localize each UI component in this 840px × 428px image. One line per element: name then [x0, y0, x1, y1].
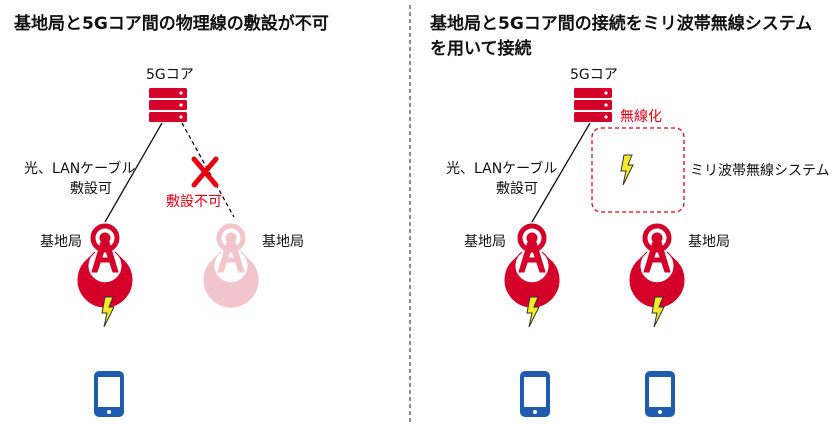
- right-station-a-label: 基地局: [464, 234, 506, 250]
- right-station-b-label: 基地局: [688, 234, 730, 250]
- wireless-system-box: [591, 127, 685, 213]
- blocked-label: 敷設不可: [166, 194, 222, 210]
- right-panel-title-line1: 基地局と5Gコア間の接続をミリ波帯無線システム: [430, 14, 813, 34]
- right-cable-label-line1: 光、LANケーブル: [446, 161, 558, 177]
- left-phone-icon: [94, 371, 124, 417]
- left-blocked-line: [181, 122, 235, 218]
- right-panel-title-line2: を用いて接続: [430, 39, 532, 59]
- right-station-b-tower-icon: [630, 226, 684, 307]
- right-station-a-tower-icon: [505, 226, 559, 307]
- left-cable-label-line2: 敷設可: [70, 181, 112, 197]
- right-cable-line: [531, 122, 591, 223]
- left-station-b-label: 基地局: [262, 234, 304, 250]
- right-core-label: 5Gコア: [570, 67, 618, 83]
- system-label: ミリ波帯無線システム: [690, 163, 830, 179]
- right-core-server-icon: [574, 88, 612, 122]
- left-panel-title: 基地局と5Gコア間の物理線の敷設が不可: [14, 14, 329, 34]
- left-core-label: 5Gコア: [146, 67, 194, 83]
- left-cable-line: [104, 122, 163, 223]
- left-core-server-icon: [149, 88, 187, 122]
- right-cable-label-line2: 敷設可: [496, 181, 538, 197]
- left-station-a-label: 基地局: [40, 234, 82, 250]
- blocked-x-icon: [191, 156, 219, 188]
- wireless-label: 無線化: [620, 109, 662, 125]
- right-phone-b-icon: [645, 371, 675, 417]
- left-station-a-tower-icon: [78, 226, 132, 307]
- left-station-b-tower-icon: [204, 226, 258, 307]
- left-cable-label-line1: 光、LANケーブル: [24, 161, 136, 177]
- right-phone-a-icon: [520, 371, 550, 417]
